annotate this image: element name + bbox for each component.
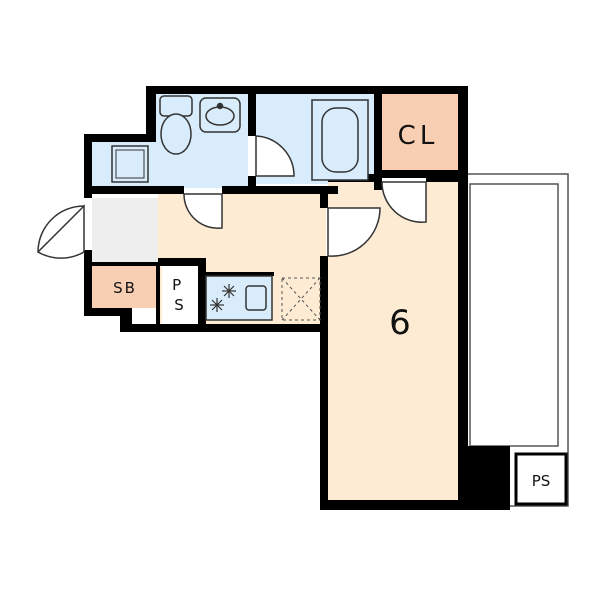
kitchen-counter	[205, 275, 273, 321]
toilet-door	[183, 193, 223, 229]
entrance-floor	[92, 198, 158, 264]
shoe-box-label: SB	[113, 279, 137, 297]
closet-door	[381, 181, 427, 223]
balcony-ps-box	[514, 452, 568, 506]
shoe-box-floor	[92, 266, 158, 308]
room-door	[327, 207, 381, 257]
refrigerator-space	[281, 277, 321, 321]
toilet-icon	[159, 95, 193, 155]
closet-floor	[382, 94, 458, 170]
main-room-size-label: 6	[389, 303, 411, 343]
closet-label: CL	[398, 121, 439, 151]
balcony-ps-label: PS	[532, 472, 551, 490]
entrance-door	[36, 204, 85, 259]
doors	[36, 135, 427, 259]
pipe-space-inner-label: P S	[172, 276, 186, 314]
balcony: PS	[465, 173, 569, 507]
washbasin-icon	[199, 97, 241, 133]
stove-icon	[210, 284, 236, 312]
pipe-space-inner	[162, 266, 198, 324]
bathtub-icon	[311, 99, 369, 181]
sink-icon	[245, 285, 267, 311]
bathroom-door	[255, 135, 295, 177]
washing-machine-pan	[111, 145, 149, 183]
